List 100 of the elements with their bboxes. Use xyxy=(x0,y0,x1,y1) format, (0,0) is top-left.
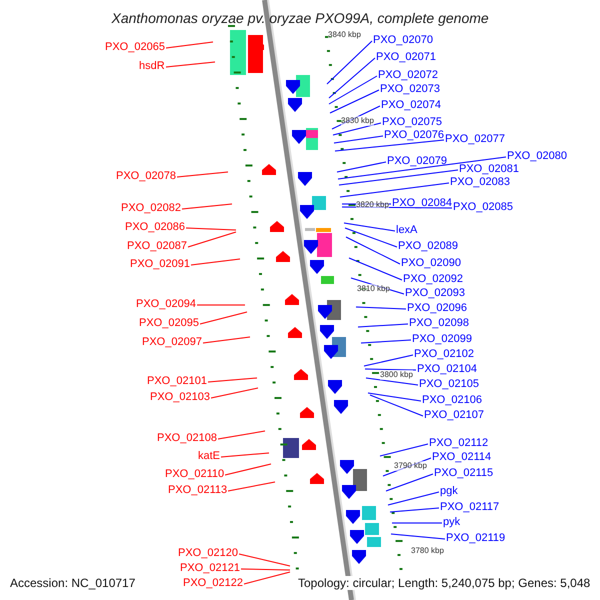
leader-line xyxy=(382,458,432,476)
gene-label: PXO_02099 xyxy=(412,333,472,345)
leader-line xyxy=(188,232,236,248)
gene-label: PXO_02078 xyxy=(116,170,176,182)
gene-label: PXO_02105 xyxy=(419,378,479,390)
gene-label: PXO_02097 xyxy=(142,336,202,348)
leader-line xyxy=(166,42,214,48)
gene-label: PXO_02077 xyxy=(445,133,505,145)
map-title: Xanthomonas oryzae pv. oryzae PXO99A, complete genome xyxy=(112,10,489,26)
gene-label: katE xyxy=(198,450,220,462)
scale-tick-label: 3810 kbp xyxy=(357,284,390,294)
leader-line xyxy=(344,228,398,248)
gene-label: PXO_02117 xyxy=(440,501,500,513)
leader-line xyxy=(190,258,240,266)
gene-label: PXO_02106 xyxy=(422,394,482,406)
gene-label: PXO_02085 xyxy=(453,201,513,213)
leader-line xyxy=(218,430,266,440)
gene-label: PXO_02107 xyxy=(424,409,484,421)
gene-label: PXO_02121 xyxy=(180,562,240,574)
gene-label: PXO_02122 xyxy=(183,577,243,589)
genome-summary-note: Topology: circular; Length: 5,240,075 bp; Genes: 5,048 xyxy=(298,576,590,590)
leader-line xyxy=(342,206,452,208)
leader-line xyxy=(166,62,216,68)
scale-tick-label: 3820 kbp xyxy=(356,200,389,210)
gene-label: PXO_02075 xyxy=(382,116,442,128)
leader-line xyxy=(208,378,258,382)
gene-label: PXO_02074 xyxy=(381,99,441,111)
leader-line xyxy=(176,172,228,178)
gene-label: PXO_02119 xyxy=(446,532,506,544)
scale-tick-label: 3800 kbp xyxy=(380,370,413,380)
gene-label: PXO_02098 xyxy=(409,317,469,329)
leader-line xyxy=(200,312,248,324)
gene-label: PXO_02104 xyxy=(417,363,477,375)
gene-label: pyk xyxy=(443,516,460,528)
gene-label: PXO_02071 xyxy=(376,51,436,63)
leader-line xyxy=(364,368,416,370)
leader-line xyxy=(202,336,250,344)
leader-line xyxy=(330,90,380,114)
leader-line xyxy=(358,324,408,328)
gene-label: PXO_02089 xyxy=(398,240,458,252)
gene-label: PXO_02108 xyxy=(157,432,217,444)
gene-label: PXO_02120 xyxy=(178,547,238,559)
leader-line xyxy=(238,554,290,566)
gene-label: PXO_02102 xyxy=(414,348,474,360)
leader-line xyxy=(366,378,418,386)
gene-label: PXO_02093 xyxy=(405,287,465,299)
leader-line xyxy=(182,204,232,210)
leader-line xyxy=(328,58,376,98)
leader-line xyxy=(392,522,442,524)
scale-tick-label: 3840 kbp xyxy=(328,30,361,40)
leader-line xyxy=(326,40,372,84)
gene-label: PXO_02090 xyxy=(401,257,461,269)
leader-line xyxy=(186,228,236,230)
gene-label: PXO_02101 xyxy=(147,375,207,387)
gene-label: PXO_02076 xyxy=(384,129,444,141)
leader-line xyxy=(336,162,386,172)
gene-label: lexA xyxy=(396,224,418,236)
leader-line xyxy=(370,394,424,416)
gene-label: PXO_02083 xyxy=(450,176,510,188)
gene-label: hsdR xyxy=(139,60,165,72)
gene-label: PXO_02103 xyxy=(150,391,210,403)
leader-line xyxy=(388,492,440,506)
gene-label: PXO_02094 xyxy=(136,298,196,310)
leader-line xyxy=(228,482,276,492)
leader-line xyxy=(338,156,506,180)
gene-label: PXO_02112 xyxy=(429,437,488,449)
gene-label: PXO_02065 xyxy=(105,41,165,53)
gene-label: PXO_02082 xyxy=(121,202,181,214)
leader-line xyxy=(244,572,290,584)
gene-label: PXO_02080 xyxy=(507,150,567,162)
leader-line xyxy=(332,122,382,136)
gene-label: PXO_02092 xyxy=(403,273,463,285)
gene-label: PXO_02070 xyxy=(373,34,433,46)
leader-line xyxy=(350,278,404,294)
leader-line xyxy=(368,392,422,402)
gene-label: PXO_02073 xyxy=(380,83,440,95)
leader-line xyxy=(364,354,414,366)
leader-line xyxy=(344,222,396,232)
accession-note: Accession: NC_010717 xyxy=(10,576,136,590)
scale-tick-label: 3780 kbp xyxy=(411,546,444,556)
leader-line xyxy=(334,140,444,152)
leader-line xyxy=(224,464,272,476)
leader-line xyxy=(390,534,446,540)
leader-line xyxy=(332,106,380,130)
gene-label: PXO_02072 xyxy=(378,69,438,81)
gene-label: PXO_02079 xyxy=(387,155,447,167)
leader-line xyxy=(334,136,384,144)
gene-label: PXO_02084 xyxy=(392,197,452,209)
gene-label: PXO_02081 xyxy=(459,163,519,175)
gene-label: PXO_02091 xyxy=(130,258,190,270)
gene-label: PXO_02096 xyxy=(407,302,467,314)
gene-label: PXO_02113 xyxy=(168,484,228,496)
leader-line xyxy=(360,340,412,344)
gene-label: PXO_02087 xyxy=(127,240,187,252)
leader-line xyxy=(196,304,246,306)
leader-line xyxy=(348,258,402,280)
gene-label: PXO_02114 xyxy=(432,451,492,463)
scale-tick-label: 3790 kbp xyxy=(394,461,427,471)
leader-line xyxy=(390,508,440,512)
leader-line xyxy=(386,474,434,492)
